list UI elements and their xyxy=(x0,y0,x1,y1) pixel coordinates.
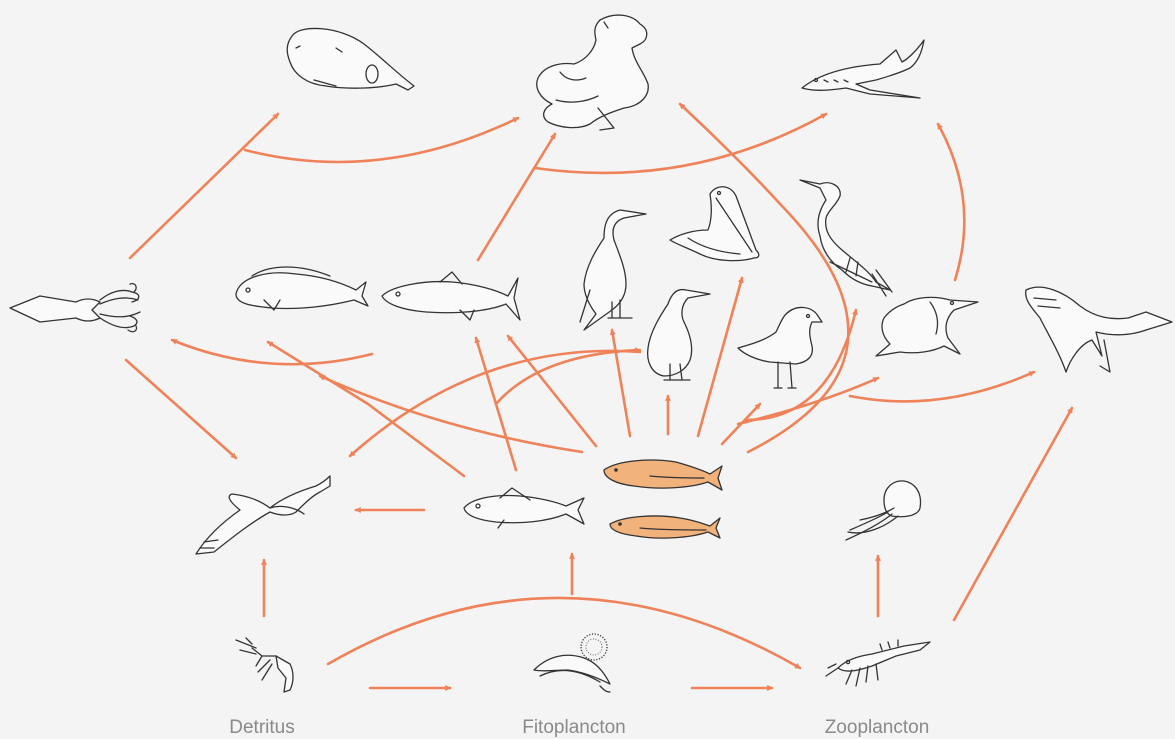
squid-icon xyxy=(10,284,140,332)
phytoplankton-icon xyxy=(534,634,610,692)
albatross-icon xyxy=(196,476,330,554)
dorado-icon xyxy=(236,267,368,310)
arrow-hake-to-cormorant xyxy=(496,350,640,404)
label-zooplancton: Zooplancton xyxy=(825,717,930,738)
label-detritus: Detritus xyxy=(229,717,294,738)
arrows-layer xyxy=(126,104,1072,688)
booby-icon xyxy=(580,210,646,330)
tuna-icon xyxy=(382,272,520,320)
anchovy-icon xyxy=(604,460,722,490)
arrow-squid-to-albatross xyxy=(126,360,236,458)
arrow-anchovy-to-pelican xyxy=(698,278,742,436)
cormorant-perched-icon xyxy=(800,180,892,296)
arrow-anchovy-to-humpback xyxy=(850,372,1034,401)
arrow-tuna-to-sea-lion xyxy=(478,134,555,260)
jellyfish-icon xyxy=(846,481,921,540)
arrow-hake-to-dorado xyxy=(268,342,464,476)
krill-icon xyxy=(826,640,930,686)
sea-lion-icon xyxy=(537,15,648,130)
sardine-icon xyxy=(610,516,720,538)
penguin-icon xyxy=(876,297,978,356)
detritus-crustacean-icon xyxy=(236,638,293,692)
shark-icon xyxy=(802,40,924,98)
arrow-penguin-to-shark xyxy=(938,124,964,280)
arrow-squid-to-sperm-whale xyxy=(130,114,278,258)
label-fitoplancton: Fitoplancton xyxy=(522,717,626,738)
arrow-anchovy-to-booby xyxy=(612,330,630,436)
cormorant-standing-icon xyxy=(648,290,710,380)
pelican-icon xyxy=(670,187,759,261)
sperm-whale-icon xyxy=(287,28,414,90)
hake-icon xyxy=(464,488,584,528)
arrow-zooplankton-to-humpback xyxy=(954,408,1072,620)
arrow-anchovy-to-penguin xyxy=(738,378,878,424)
humpback-whale-icon xyxy=(1026,287,1172,372)
arrow-squid-to-sea-lion xyxy=(245,118,518,162)
gull-icon xyxy=(738,307,822,388)
